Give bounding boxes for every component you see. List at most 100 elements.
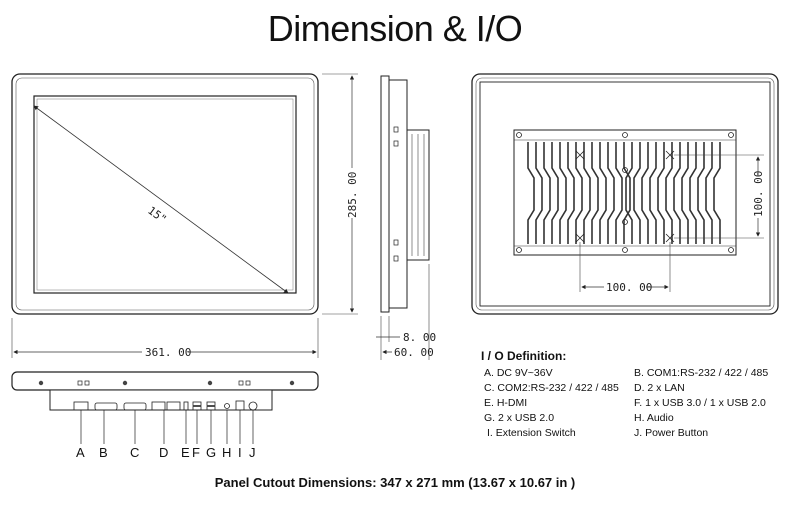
- port-letter-g: G: [206, 445, 217, 460]
- rear-screw: [516, 132, 522, 138]
- vesa-h-label: 100. 00: [606, 281, 652, 294]
- rear-screw: [622, 247, 628, 253]
- rear-heatsink: [513, 129, 737, 256]
- bottom-tab: [245, 380, 251, 386]
- heatsink-fin: [713, 142, 721, 244]
- port-letter-a: A: [76, 445, 85, 460]
- side-mount-tab: [393, 140, 399, 147]
- port-letter-i: I: [238, 445, 242, 460]
- diagonal-line: [33, 105, 289, 294]
- width-label-bg: [142, 345, 188, 358]
- rear-screw: [622, 167, 628, 173]
- io-item-d: D. 2 x LAN: [634, 382, 685, 394]
- heatsink-fin: [527, 142, 535, 244]
- depth-label-1: 8. 00: [403, 331, 436, 344]
- height-label-bg: [345, 168, 359, 218]
- port-letter-c: C: [130, 445, 140, 460]
- heatsink-fin: [681, 142, 689, 244]
- port-h-audio: [224, 403, 230, 409]
- port-d-lan1: [151, 401, 166, 411]
- heatsink-fin: [535, 142, 543, 244]
- heatsink-fin: [591, 142, 599, 244]
- heatsink-fin: [599, 142, 607, 244]
- heatsink-fin: [633, 142, 641, 244]
- io-item-g: G. 2 x USB 2.0: [484, 412, 555, 424]
- vesa-v-label-bg: [751, 176, 765, 218]
- bottom-io-panel: [49, 389, 273, 411]
- bottom-screw: [38, 380, 44, 386]
- heatsink-fin: [559, 142, 567, 244]
- port-letter-e: E: [181, 445, 190, 460]
- heatsink-fin: [641, 142, 649, 244]
- io-item-i: I. Extension Switch: [487, 427, 576, 439]
- depth-label-2-bg: [392, 346, 428, 359]
- bottom-tab: [77, 380, 83, 386]
- bottom-screw: [207, 380, 213, 386]
- bottom-view: [11, 371, 319, 444]
- io-item-j: J. Power Button: [634, 427, 709, 439]
- vesa-v-label: 100. 00: [752, 171, 765, 217]
- panel-cutout-note: Panel Cutout Dimensions: 347 x 271 mm (1…: [214, 475, 576, 490]
- port-letter-d: D: [159, 445, 169, 460]
- side-front-bezel: [380, 75, 390, 313]
- bottom-tab: [238, 380, 244, 386]
- port-letter-f: F: [192, 445, 200, 460]
- port-letter-h: H: [222, 445, 232, 460]
- side-housing: [388, 79, 408, 309]
- io-definition-heading: I / O Definition:: [481, 349, 567, 363]
- io-item-h: H. Audio: [634, 412, 674, 424]
- height-label: 285. 00: [346, 172, 359, 218]
- heatsink-fin: [665, 142, 673, 244]
- rear-screw: [516, 247, 522, 253]
- bottom-screw: [289, 380, 295, 386]
- io-item-a: A. DC 9V~36V: [484, 367, 553, 379]
- side-mount-tab: [393, 239, 399, 246]
- width-label: 361. 00: [145, 346, 191, 359]
- heatsink-fin: [575, 142, 583, 244]
- heatsink-fin: [567, 142, 575, 244]
- io-item-e: E. H-DMI: [484, 397, 528, 409]
- front-view: 15" 361. 00 285. 00: [11, 73, 359, 359]
- rear-screw: [622, 132, 628, 138]
- heatsink-fin: [657, 142, 665, 244]
- heatsink-fin: [689, 142, 697, 244]
- bottom-screw: [122, 380, 128, 386]
- port-letter-b: B: [99, 445, 108, 460]
- rear-screw: [728, 132, 734, 138]
- rear-view: 100. 00 100. 00: [471, 73, 779, 315]
- page-title: Dimension & I/O: [267, 8, 523, 49]
- front-screen: [33, 95, 297, 294]
- rear-screw: [728, 247, 734, 253]
- rear-outer-inner: [475, 77, 775, 311]
- rear-panel: [479, 81, 771, 307]
- bottom-bezel: [11, 371, 319, 391]
- io-item-f: F. 1 x USB 3.0 / 1 x USB 2.0: [634, 397, 766, 409]
- bottom-tab: [84, 380, 90, 386]
- port-g-usb: [206, 401, 216, 406]
- port-b-com1: [94, 402, 118, 411]
- heatsink-fin: [543, 142, 551, 244]
- heatsink-fin: [607, 142, 615, 244]
- depth-label-2: 60. 00: [394, 346, 434, 359]
- heatsink-fin: [551, 142, 559, 244]
- io-item-b: B. COM1:RS-232 / 422 / 485: [634, 367, 769, 379]
- port-d-lan2: [166, 401, 181, 411]
- heatsink-fin: [649, 142, 657, 244]
- side-mount-tab: [393, 126, 399, 133]
- heatsink-fin: [625, 142, 633, 244]
- heatsink-fin: [583, 142, 591, 244]
- rear-screw: [622, 219, 628, 225]
- side-mount-tab: [393, 255, 399, 262]
- heatsink-fin: [673, 142, 681, 244]
- port-leader-lines: [80, 410, 254, 444]
- vesa-holes: [575, 150, 675, 243]
- heatsink-fins: [527, 142, 721, 244]
- side-view: 8. 00 60. 00: [376, 75, 436, 360]
- port-letter-j: J: [249, 445, 256, 460]
- vesa-h-label-bg: [604, 281, 646, 294]
- io-item-c: C. COM2:RS-232 / 422 / 485: [484, 382, 619, 394]
- heatsink-fin: [615, 142, 623, 244]
- heatsink-fin: [705, 142, 713, 244]
- heatsink-fin: [697, 142, 705, 244]
